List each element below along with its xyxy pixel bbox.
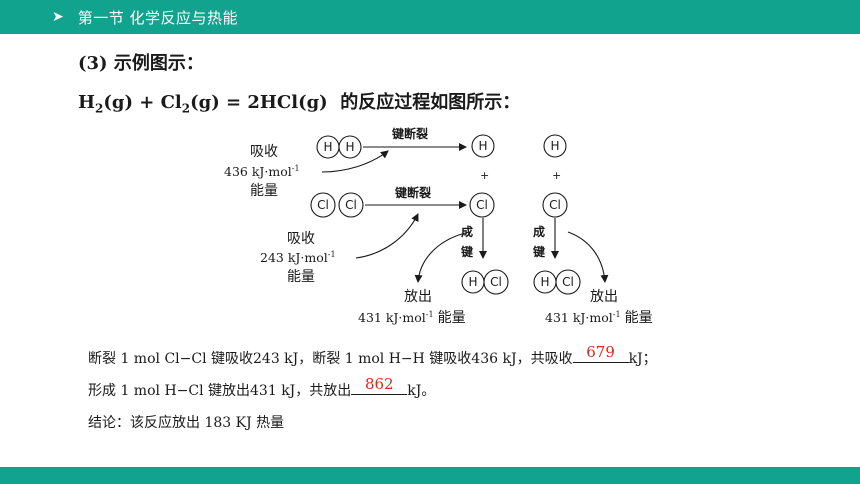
form-bond-label: 键 bbox=[532, 244, 545, 259]
form-bond-label: 成 bbox=[461, 224, 473, 239]
reaction-diagram: H H 键断裂 H H + + 吸收 436 kJ·mol-1 能量 Cl Cl… bbox=[224, 126, 653, 326]
release-label: 放出 bbox=[590, 289, 618, 305]
bond-break-label: 键断裂 bbox=[391, 126, 428, 141]
answer-value: 862 bbox=[364, 375, 394, 393]
header-bar: ➤ 第一节 化学反应与热能 bbox=[0, 0, 860, 34]
svg-text:H: H bbox=[468, 275, 477, 289]
answer-value: 679 bbox=[586, 343, 615, 361]
bond-break-label: 键断裂 bbox=[394, 185, 431, 200]
absorb-label: 吸收 bbox=[287, 231, 315, 247]
svg-text:H: H bbox=[323, 140, 332, 154]
h-atom: H bbox=[533, 270, 557, 294]
absorb-energy-value: 436 kJ·mol-1 bbox=[224, 164, 300, 179]
svg-text:H: H bbox=[540, 275, 549, 289]
reaction-equation: H2(g) + Cl2(g) = 2HCl(g) 的反应过程如图所示： bbox=[78, 92, 521, 116]
absorb-summary-line: 断裂 1 mol Cl−Cl 键吸收243 kJ，断裂 1 mol H−H 键吸… bbox=[88, 343, 657, 367]
cl-atom: Cl bbox=[483, 269, 509, 295]
absorb-arrow bbox=[321, 150, 389, 173]
h-atom: H bbox=[471, 134, 495, 158]
svg-text:Cl: Cl bbox=[549, 198, 561, 212]
cl-atom: Cl bbox=[338, 192, 364, 218]
form-bond-label: 成 bbox=[533, 224, 545, 239]
h-atom: H bbox=[543, 134, 567, 158]
cl-atom: Cl bbox=[310, 192, 336, 218]
release-label: 放出 bbox=[404, 289, 432, 305]
svg-text:H: H bbox=[478, 139, 487, 153]
example-heading: (3) 示例图示： bbox=[78, 53, 204, 74]
absorb-label: 吸收 bbox=[250, 144, 278, 160]
release-arrow bbox=[567, 231, 609, 283]
cl-atom: Cl bbox=[555, 269, 581, 295]
answer-blank: 679 bbox=[572, 343, 629, 363]
svg-text:Cl: Cl bbox=[345, 198, 357, 212]
cl-atom: Cl bbox=[469, 192, 495, 218]
svg-text:H: H bbox=[345, 140, 354, 154]
conclusion-line: 结论：该反应放出 183 KJ 热量 bbox=[88, 415, 285, 431]
h-atom: H bbox=[338, 135, 362, 159]
form-bond-label: 键 bbox=[460, 244, 473, 259]
absorb-arrow bbox=[355, 213, 419, 259]
chevron-right-icon: ➤ bbox=[52, 9, 64, 25]
release-arrow bbox=[414, 231, 471, 283]
answer-blank: 862 bbox=[351, 375, 408, 395]
absorb-energy-value: 243 kJ·mol-1 bbox=[260, 250, 336, 265]
svg-text:Cl: Cl bbox=[562, 275, 574, 289]
energy-label: 能量 bbox=[287, 269, 315, 285]
footer-bar bbox=[0, 467, 860, 484]
energy-label: 能量 bbox=[250, 183, 278, 199]
svg-text:Cl: Cl bbox=[317, 198, 329, 212]
svg-text:Cl: Cl bbox=[490, 275, 502, 289]
plus-sign: + bbox=[552, 169, 561, 182]
plus-sign: + bbox=[480, 169, 489, 182]
svg-text:H: H bbox=[550, 139, 559, 153]
section-title: 第一节 化学反应与热能 bbox=[77, 8, 239, 27]
h-atom: H bbox=[461, 270, 485, 294]
svg-text:Cl: Cl bbox=[476, 198, 488, 212]
cl-atom: Cl bbox=[542, 192, 568, 218]
h-atom: H bbox=[316, 135, 340, 159]
